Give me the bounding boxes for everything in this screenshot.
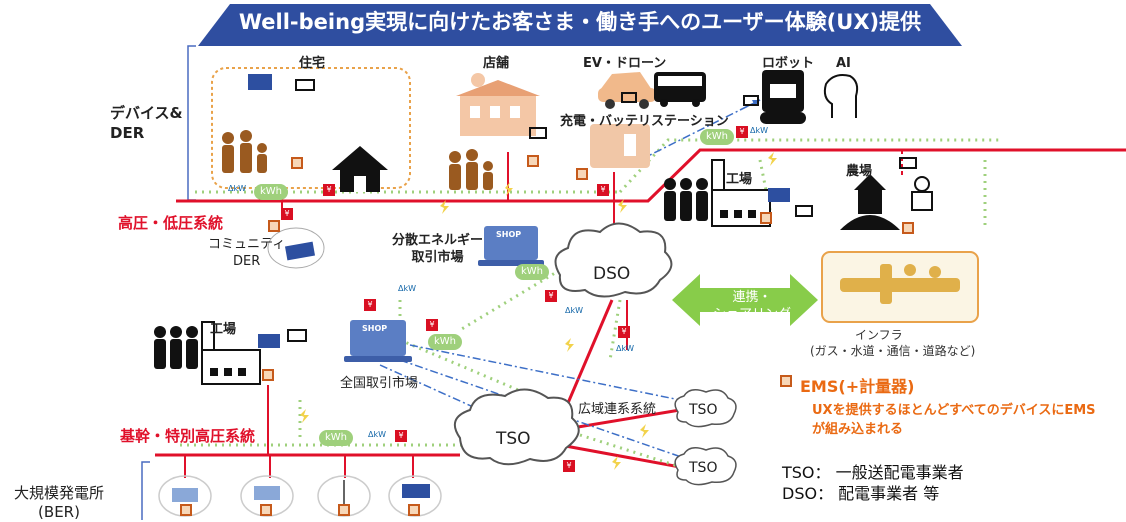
tso-lower-label: TSO [689, 460, 718, 476]
delta-kw-token: ΔkW [398, 284, 417, 293]
shop-label: SHOP [362, 324, 388, 333]
factory-lower-label: 工場 [210, 322, 237, 337]
kwh-token: kWh [515, 264, 549, 280]
ems-legend-desc: UXを提供するほとんどすべてのデバイスにEMS が組み込まれる [812, 403, 1096, 437]
delta-kw-token: ΔkW [565, 306, 584, 315]
tso-main-label: TSO [496, 429, 531, 449]
charging-station-label: 充電・バッテリステーション [560, 114, 729, 129]
devices-bracket [187, 45, 196, 201]
ai-head-icon [823, 74, 859, 118]
delta-kw-token: ΔkW [228, 184, 247, 193]
yen-token: ¥ [563, 460, 575, 472]
wide-area-label: 広域連系系統 [578, 402, 657, 417]
farmer-icon [911, 176, 933, 211]
workers-lower-icon [154, 326, 198, 369]
ems-legend-title: EMS(+計量器) [800, 377, 915, 396]
dso-cloud [554, 222, 673, 298]
house-icon [332, 146, 388, 192]
ems-chip [262, 369, 274, 381]
ems-legend-chip [780, 375, 792, 387]
yen-token: ¥ [736, 126, 748, 138]
farm-label: 農場 [846, 164, 873, 179]
ems-chip [760, 212, 772, 224]
tso-upper-label: TSO [689, 402, 718, 418]
plant-bracket [141, 461, 150, 520]
robot-icon [760, 70, 806, 124]
dso-tso-line [563, 299, 614, 411]
factory-lower-icon [201, 321, 261, 385]
farm-icon [840, 174, 900, 230]
delta-kw-token: ΔkW [750, 126, 769, 135]
ems-chip [291, 157, 303, 169]
kwh-token: kWh [700, 129, 734, 145]
yen-token: ¥ [364, 299, 376, 311]
plant-circles [158, 475, 442, 517]
plant-icons [172, 480, 345, 510]
devices-der-label: デバイス& DER [110, 104, 183, 142]
store-label: 店舗 [483, 56, 510, 71]
yen-token: ¥ [545, 290, 557, 302]
delta-kw-token: ΔkW [616, 344, 635, 353]
community-der-ellipse [267, 227, 325, 269]
yen-token: ¥ [395, 430, 407, 442]
ev-drone-label: EV・ドローン [583, 56, 667, 71]
charging-station-icon [590, 124, 650, 168]
kwh-token: kWh [254, 184, 288, 200]
delta-kw-token: ΔkW [368, 430, 387, 439]
yen-token: ¥ [323, 184, 335, 196]
high-low-voltage-line [176, 148, 1126, 203]
yen-token: ¥ [597, 184, 609, 196]
cooperation-arrow [672, 274, 818, 326]
housing-label: 住宅 [299, 56, 326, 71]
ems-chip [576, 168, 588, 180]
ai-label: AI [836, 56, 851, 71]
pipe-icon [840, 264, 960, 304]
family-icon [222, 130, 267, 173]
tso-definition: TSO： 一般送配電事業者 [782, 463, 964, 482]
factory-upper-label: 工場 [726, 172, 753, 187]
store-building-icon [456, 80, 540, 136]
shop-label: SHOP [496, 230, 522, 239]
battery-icons [287, 79, 917, 342]
tso-upper-cloud [674, 389, 737, 428]
banner-title: Well-being実現に向けたお客さま・働き手へのユーザー体験(UX)提供 [238, 10, 922, 34]
ems-chip [408, 504, 420, 516]
sun-icon [471, 73, 485, 87]
dso-label: DSO [593, 264, 631, 284]
store-family-icon [449, 149, 493, 190]
ems-chip [527, 155, 539, 167]
national-market-label: 全国取引市場 [340, 376, 419, 391]
national-market-laptop [344, 320, 412, 362]
yen-token: ¥ [426, 319, 438, 331]
ems-chip [902, 222, 914, 234]
ems-chip [268, 220, 280, 232]
cooperation-label: 連携・ シェアリング [712, 290, 791, 322]
ev-car-icon [598, 72, 656, 109]
title-banner [198, 4, 962, 46]
tso-lower-cloud [674, 447, 737, 486]
solar-panel-icons [248, 74, 790, 498]
kwh-token: kWh [319, 430, 353, 446]
infra-sub-label: (ガス・水道・通信・道路など) [810, 344, 976, 358]
yen-token: ¥ [281, 208, 293, 220]
ems-chip [260, 504, 272, 516]
housing-box [211, 67, 411, 189]
community-der-label: コミュニティ DER [208, 237, 286, 269]
ems-chip [338, 504, 350, 516]
large-plant-label: 大規模発電所 (BER) [14, 484, 105, 521]
high-low-voltage-label: 高圧・低圧系統 [118, 214, 224, 232]
bus-icon [654, 72, 706, 107]
yen-token: ¥ [618, 326, 630, 338]
workers-upper-icon [664, 178, 708, 221]
robot-label: ロボット [762, 56, 815, 71]
ems-chip [180, 504, 192, 516]
tso-main-cloud [453, 388, 580, 466]
dso-definition: DSO： 配電事業者 等 [782, 484, 940, 503]
distributed-market-label: 分散エネルギー 取引市場 [392, 233, 484, 265]
kwh-token: kWh [428, 334, 462, 350]
trunk-line-label: 基幹・特別高圧系統 [120, 427, 256, 445]
infra-label: インフラ [855, 328, 903, 342]
lightning-icons [300, 152, 777, 470]
